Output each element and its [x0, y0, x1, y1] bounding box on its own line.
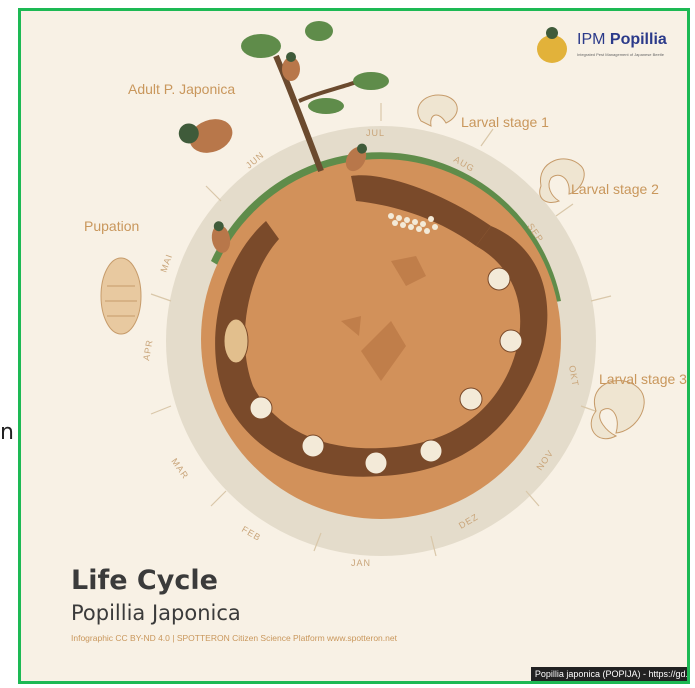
- adult-beetle: [176, 110, 237, 162]
- larva: [488, 268, 510, 290]
- pupa-in-soil: [224, 319, 248, 363]
- larva: [460, 388, 482, 410]
- label-adult: Adult P. Japonica: [128, 81, 235, 97]
- side-glyph: n: [0, 420, 14, 445]
- month-label: JUL: [366, 128, 385, 138]
- logo-text: IPM Popillia: [577, 31, 667, 49]
- logo-tagline: Integrated Pest Management of Japanese B…: [577, 52, 664, 57]
- leaf: [305, 21, 333, 41]
- label-larval-stage-3: Larval stage 3: [599, 371, 687, 387]
- image-caption: Popillia japonica (POPIJA) - https://gd.…: [531, 667, 690, 681]
- page-subtitle: Popillia Japonica: [71, 601, 241, 625]
- infographic-frame: JUL AUG SEP OKT NOV DEZ JAN FEB MAR APR …: [18, 8, 690, 684]
- leaf: [353, 72, 389, 90]
- larva-stage1-illustration: [418, 95, 457, 126]
- leaf: [241, 34, 281, 58]
- logo-prefix: IPM: [577, 31, 610, 48]
- credit-line: Infographic CC BY-ND 4.0 | SPOTTERON Cit…: [71, 633, 397, 643]
- logo-name: Popillia: [610, 31, 667, 48]
- label-larval-stage-2: Larval stage 2: [571, 181, 659, 197]
- pupa-illustration: [101, 258, 141, 334]
- label-pupation: Pupation: [84, 218, 139, 234]
- beetle-logo-icon: [533, 25, 571, 65]
- month-label: APR: [141, 338, 155, 361]
- month-label: MAI: [158, 252, 174, 273]
- page-title: Life Cycle: [71, 565, 218, 596]
- larva: [420, 440, 442, 462]
- month-label: FEB: [240, 524, 263, 543]
- month-label: JAN: [351, 558, 371, 568]
- beetle-on-stem: [282, 52, 300, 81]
- month-label: MAR: [169, 456, 190, 481]
- larva: [250, 397, 272, 419]
- label-larval-stage-1: Larval stage 1: [461, 114, 549, 130]
- larva: [500, 330, 522, 352]
- larva: [365, 452, 387, 474]
- larva-stage3-illustration: [591, 381, 644, 439]
- ipm-popillia-logo: IPM Popillia Integrated Pest Management …: [533, 25, 571, 65]
- larva: [302, 435, 324, 457]
- leaf: [308, 98, 344, 114]
